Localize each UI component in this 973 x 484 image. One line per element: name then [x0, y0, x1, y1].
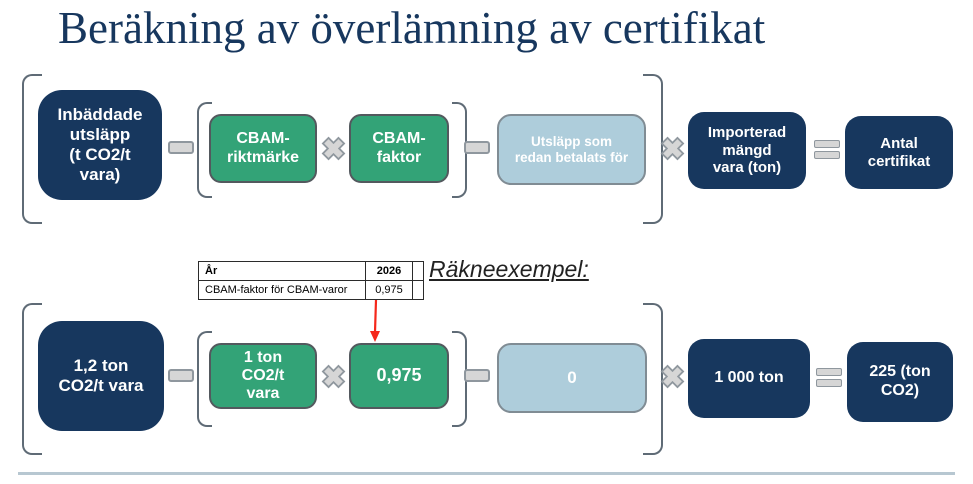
box-example-imported-quantity: 1 000 ton [688, 339, 810, 418]
box-emissions-already-paid: Utsläpp som redan betalats för [497, 114, 646, 185]
minus-icon [168, 369, 194, 382]
box-embedded-emissions-label: Inbäddade utsläpp (t CO2/t vara) [57, 104, 143, 185]
minus-icon [464, 369, 490, 382]
box-example-paid-label: 0 [567, 367, 577, 387]
box-example-paid: 0 [497, 343, 647, 413]
box-example-factor-label: 0,975 [376, 365, 422, 386]
page-title: Beräkning av överlämning av certifikat [58, 3, 766, 53]
box-example-benchmark-label: 1 ton CO2/t vara [241, 349, 285, 402]
table-cell-factor-value: 0,975 [365, 280, 413, 300]
box-cbam-benchmark: CBAM- riktmärke [209, 114, 317, 183]
outer-close-bracket-bottom [643, 303, 663, 455]
example-heading: Räkneexempel: [429, 256, 589, 282]
box-example-imported-quantity-label: 1 000 ton [714, 369, 784, 387]
box-emissions-already-paid-label: Utsläpp som redan betalats för [514, 133, 629, 165]
cbam-factor-table: År 2026 CBAM-faktor för CBAM-varor 0,975 [198, 261, 424, 300]
table-cell-empty [412, 280, 424, 300]
box-imported-quantity: Importerad mängd vara (ton) [688, 112, 806, 189]
box-imported-quantity-label: Importerad mängd vara (ton) [707, 123, 787, 177]
minus-icon [168, 141, 194, 154]
times-icon [660, 364, 685, 389]
minus-icon [464, 141, 490, 154]
box-cbam-factor-label: CBAM- faktor [372, 129, 426, 166]
box-cbam-factor: CBAM- faktor [349, 114, 449, 183]
box-certificates: Antal certifikat [845, 116, 953, 189]
outer-close-bracket-top [643, 74, 663, 224]
outer-open-bracket-top [22, 74, 42, 224]
table-row: År 2026 [198, 261, 424, 281]
times-icon [321, 364, 346, 389]
box-example-factor: 0,975 [349, 343, 449, 409]
inner-open-bracket-top [197, 102, 212, 198]
table-cell-empty [412, 261, 424, 281]
bottom-divider [18, 472, 955, 475]
box-embedded-emissions: Inbäddade utsläpp (t CO2/t vara) [38, 90, 162, 200]
box-example-embedded-emissions: 1,2 ton CO2/t vara [38, 321, 164, 431]
times-icon [321, 136, 346, 161]
table-cell-factor-label: CBAM-faktor för CBAM-varor [198, 280, 366, 300]
inner-open-bracket-bottom [197, 331, 212, 427]
outer-open-bracket-bottom [22, 303, 42, 455]
red-arrow-icon [370, 299, 380, 342]
equals-icon [816, 368, 842, 390]
equals-icon [814, 140, 840, 162]
box-cbam-benchmark-label: CBAM- riktmärke [226, 129, 300, 166]
box-example-certificates: 225 (ton CO2) [847, 342, 953, 422]
table-row: CBAM-faktor för CBAM-varor 0,975 [198, 280, 424, 300]
table-header-year-value: 2026 [365, 261, 413, 281]
times-icon [660, 136, 685, 161]
box-example-embedded-emissions-label: 1,2 ton CO2/t vara [58, 355, 144, 395]
box-certificates-label: Antal certifikat [867, 134, 931, 170]
box-example-benchmark: 1 ton CO2/t vara [209, 343, 317, 409]
box-example-certificates-label: 225 (ton CO2) [869, 363, 931, 399]
table-header-year-label: År [198, 261, 366, 281]
